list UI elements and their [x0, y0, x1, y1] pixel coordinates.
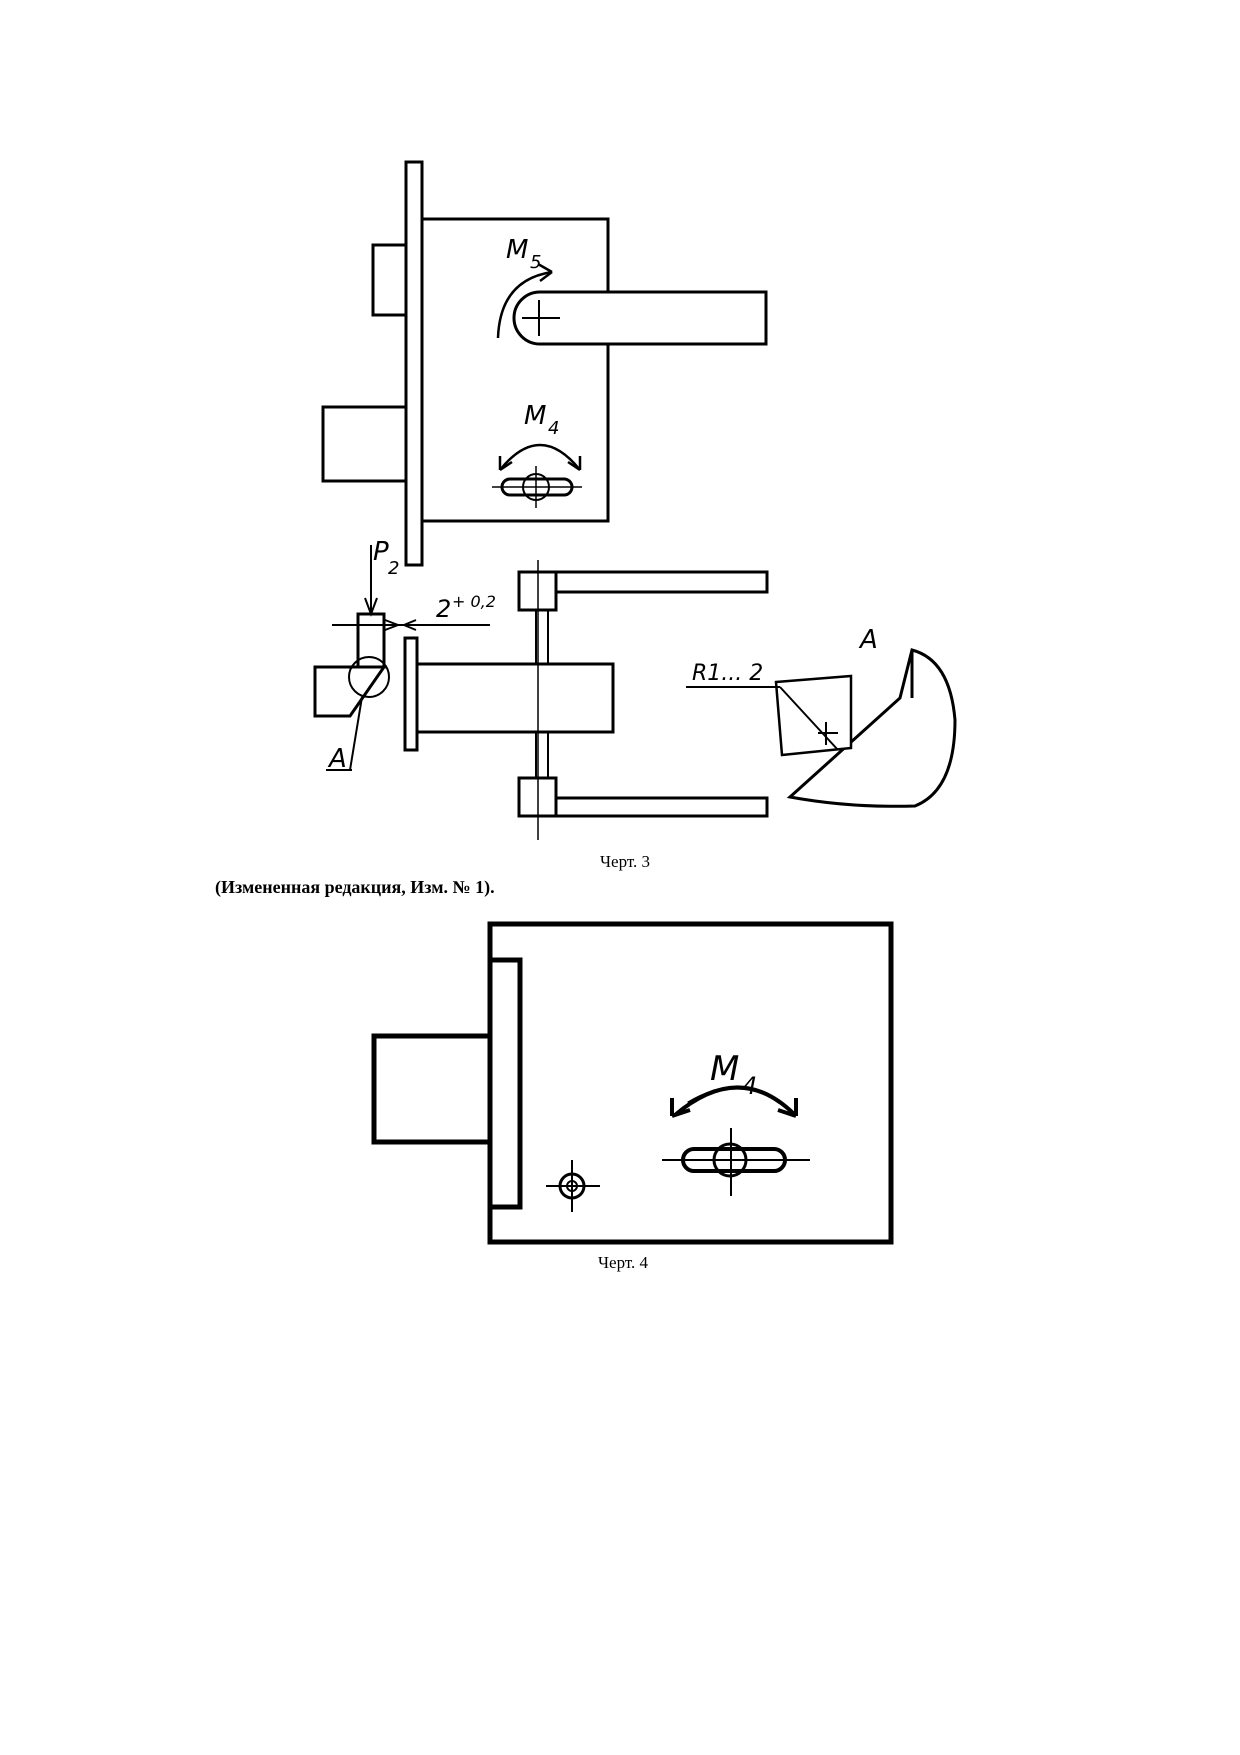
fig4-moment-m4-label: M: [710, 1049, 739, 1089]
fig4-lock-view: [371, 921, 894, 1245]
fig4-moment-m4-subscript: 4: [742, 1072, 757, 1100]
gap-dimension-label: 2: [436, 595, 451, 623]
fig3-detail-a: [686, 648, 957, 808]
fig3-side-section: [313, 545, 769, 840]
fig3-side-labels: P 2 2 + 0,2 A: [327, 537, 496, 774]
fig3-detail-labels: A R1... 2: [692, 625, 878, 686]
radius-label: R1... 2: [692, 661, 763, 686]
gap-tolerance-label: + 0,2: [452, 592, 496, 611]
fig3-lock-front-view: [321, 160, 768, 567]
section-a-mark: A: [327, 744, 347, 774]
moment-m5-label: M: [506, 235, 528, 265]
fig3-top-labels: M 5 M 4: [506, 235, 559, 439]
fig4-labels: M 4: [710, 1049, 757, 1100]
force-p2-label: P: [373, 537, 389, 567]
moment-m4-label: M: [524, 401, 546, 431]
force-p2-subscript: 2: [388, 558, 399, 579]
figure3-caption: Черт. 3: [600, 852, 651, 871]
moment-m5-subscript: 5: [530, 252, 541, 273]
figure4-caption: Черт. 4: [598, 1253, 649, 1272]
moment-m4-subscript: 4: [548, 418, 559, 439]
detail-a-mark: A: [858, 625, 878, 655]
revision-note: (Измененная редакция, Изм. № 1).: [215, 877, 495, 897]
